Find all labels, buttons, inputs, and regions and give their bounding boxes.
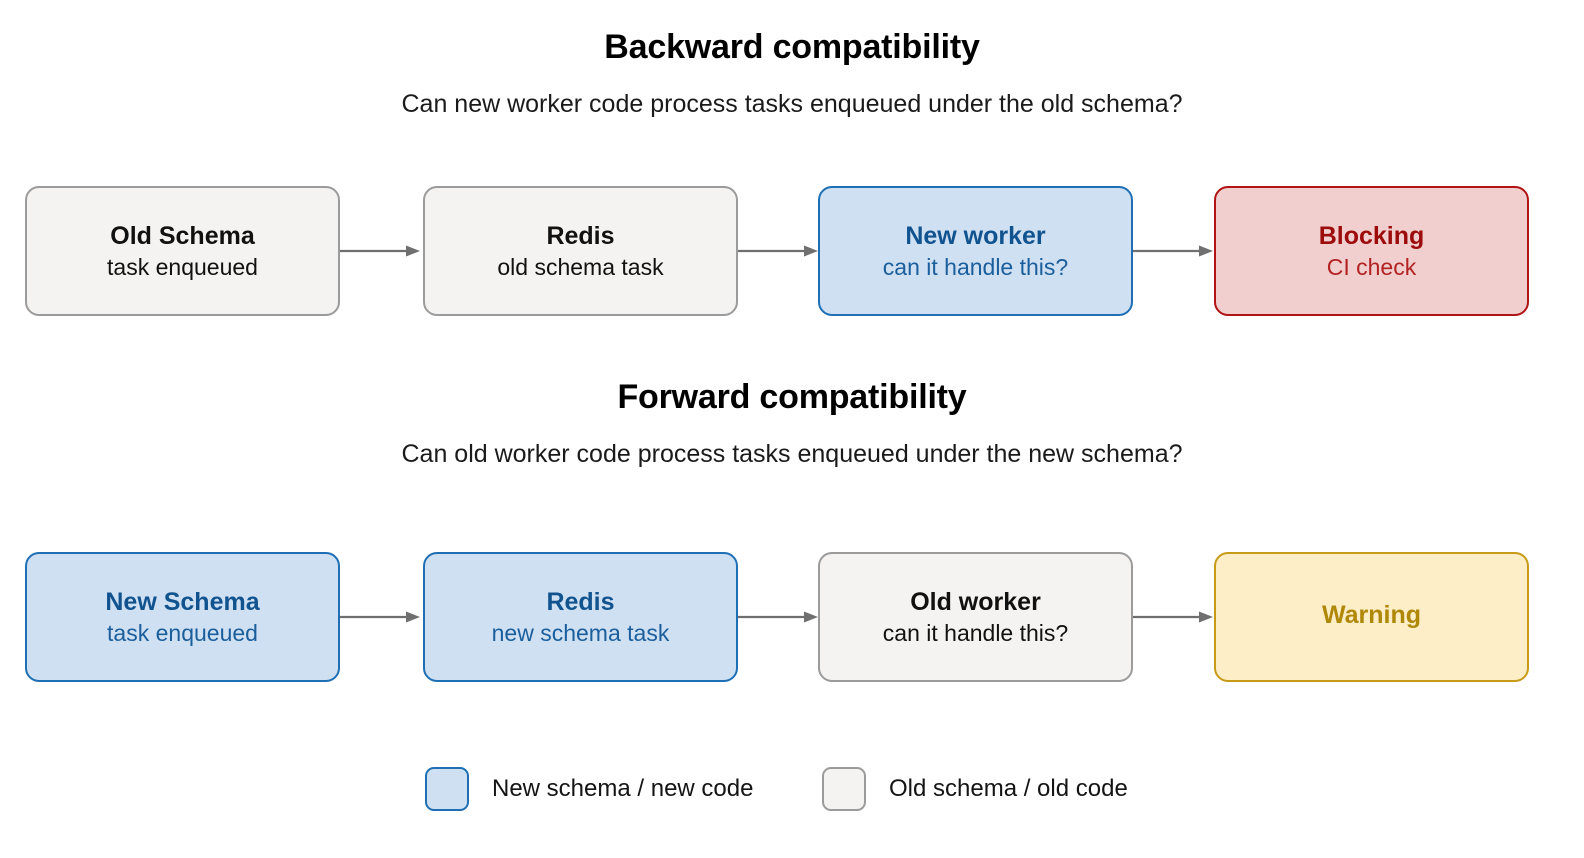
legend: New schema / new code Old schema / old c… <box>0 766 1584 816</box>
node-title: Blocking <box>1318 221 1425 250</box>
node-old-worker: Old worker can it handle this? <box>818 552 1133 682</box>
node-title: Redis <box>546 221 615 250</box>
legend-label: New schema / new code <box>492 775 754 802</box>
flow-row-backward: Old Schema task enqueued Redis old schem… <box>0 186 1584 316</box>
arrow-right-icon <box>340 609 422 625</box>
node-subtitle: new schema task <box>491 619 670 646</box>
node-subtitle: CI check <box>1326 253 1417 280</box>
node-subtitle: task enqueued <box>107 619 258 646</box>
node-old-schema: Old Schema task enqueued <box>25 186 340 316</box>
arrow-right-icon <box>1133 243 1215 259</box>
flow-row-forward: New Schema task enqueued Redis new schem… <box>0 552 1584 682</box>
legend-item-old-schema: Old schema / old code <box>822 766 1128 812</box>
node-new-worker: New worker can it handle this? <box>818 186 1133 316</box>
legend-label: Old schema / old code <box>889 775 1128 802</box>
node-title: Warning <box>1321 600 1422 629</box>
node-title: New worker <box>905 221 1046 250</box>
node-subtitle: can it handle this? <box>882 619 1069 646</box>
node-title: New Schema <box>105 587 260 616</box>
legend-swatch-grey <box>822 767 866 811</box>
node-subtitle: task enqueued <box>107 253 258 280</box>
node-title: Redis <box>546 587 615 616</box>
arrow-right-icon <box>1133 609 1215 625</box>
node-warning: Warning <box>1214 552 1529 682</box>
node-redis-new: Redis new schema task <box>423 552 738 682</box>
node-redis-old: Redis old schema task <box>423 186 738 316</box>
node-new-schema: New Schema task enqueued <box>25 552 340 682</box>
arrow-right-icon <box>738 243 820 259</box>
legend-item-new-schema: New schema / new code <box>425 766 753 812</box>
arrow-right-icon <box>340 243 422 259</box>
section-subtitle-backward: Can new worker code process tasks enqueu… <box>401 90 1183 118</box>
section-title-forward: Forward compatibility <box>617 378 967 416</box>
node-subtitle: can it handle this? <box>882 253 1069 280</box>
arrow-right-icon <box>738 609 820 625</box>
node-title: Old worker <box>910 587 1041 616</box>
section-title-backward: Backward compatibility <box>604 28 980 66</box>
node-title: Old Schema <box>110 221 255 250</box>
section-subtitle-forward: Can old worker code process tasks enqueu… <box>401 440 1183 468</box>
legend-swatch-blue <box>425 767 469 811</box>
node-blocking-ci-check: Blocking CI check <box>1214 186 1529 316</box>
node-subtitle: old schema task <box>497 253 664 280</box>
